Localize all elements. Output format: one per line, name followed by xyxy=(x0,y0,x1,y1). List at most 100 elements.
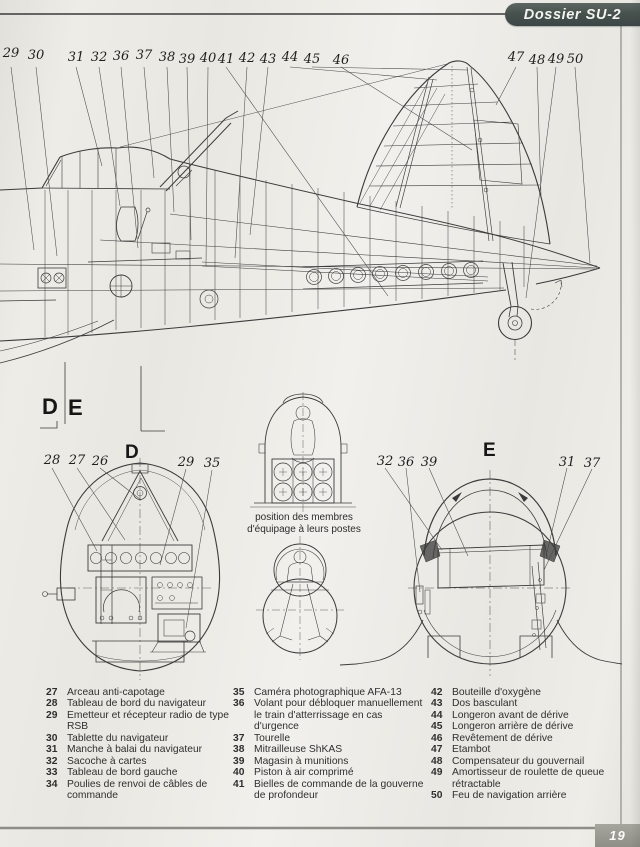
gunner-figure xyxy=(256,536,346,660)
legend-text: Tableau de bord du navigateur xyxy=(67,698,207,710)
header-banner: Dossier SU-2 xyxy=(505,3,640,26)
page-rules xyxy=(0,13,622,830)
callout-43: 43 xyxy=(259,52,277,67)
fuselage-belly xyxy=(0,289,507,342)
legend-text: Longeron arrière de dérive xyxy=(452,721,574,733)
callout-50: 50 xyxy=(566,52,584,67)
legend-num: 48 xyxy=(431,755,443,767)
page-number-badge: 19 xyxy=(595,824,640,847)
callout-44: 44 xyxy=(281,50,299,65)
lightening-holes xyxy=(302,260,484,290)
page-number: 19 xyxy=(609,828,626,843)
legend-item: 45 Longeron arrière de dérive xyxy=(431,721,617,732)
callout-42: 42 xyxy=(238,51,256,66)
legend-item: 28 Tableau de bord du navigateur xyxy=(46,698,232,709)
legend-num: 35 xyxy=(233,687,245,698)
legend-num: 39 xyxy=(233,755,245,767)
section-cut-label-e: E xyxy=(68,395,83,420)
callout-40: 40 xyxy=(199,51,217,66)
legend-num: 27 xyxy=(46,687,58,698)
callout-38: 38 xyxy=(158,50,176,65)
legend-text: Tourelle xyxy=(254,732,291,744)
legend-text: Mitrailleuse ShKAS xyxy=(254,744,343,756)
legend-text: Bielles de commande de la gouverne de pr… xyxy=(254,778,424,802)
callout-45: 45 xyxy=(303,52,321,67)
callout-d-27: 27 xyxy=(68,453,86,468)
callout-49: 49 xyxy=(547,52,565,67)
legend-num: 38 xyxy=(233,744,245,756)
callout-46: 46 xyxy=(332,53,350,68)
callout-d-29: 29 xyxy=(177,455,195,470)
legend-num: 36 xyxy=(233,698,245,710)
callout-41: 41 xyxy=(217,52,235,67)
callout-37: 37 xyxy=(135,48,153,63)
crew-position-figure xyxy=(250,392,356,512)
section-e-drawing xyxy=(339,470,623,676)
callout-d-26: 26 xyxy=(91,454,109,469)
wing-root xyxy=(0,299,115,364)
legend-text: Compensateur du gouvernail xyxy=(452,755,585,767)
legend-text: Longeron avant de dérive xyxy=(452,709,569,721)
legend-item: 36 Volant pour débloquer manuellement le … xyxy=(233,698,427,732)
crew-caption-line2: d'équipage à leurs postes xyxy=(247,524,361,535)
legend-text: Etambot xyxy=(452,744,491,756)
page-title: Dossier SU-2 xyxy=(523,6,622,23)
callout-e-36: 36 xyxy=(397,455,415,470)
callout-36: 36 xyxy=(112,49,130,64)
legend-item: 30 Tablette du navigateur xyxy=(46,733,232,744)
legend-text: Poulies de renvoi de câbles de commande xyxy=(67,778,208,802)
callout-e-32: 32 xyxy=(376,454,394,469)
legend-text: Volant pour débloquer manuellement le tr… xyxy=(254,698,423,733)
legend-text: Manche à balai du navigateur xyxy=(67,744,203,756)
legend-item: 47 Etambot xyxy=(431,744,617,755)
legend-num: 50 xyxy=(431,790,443,802)
legend-item: 38 Mitrailleuse ShKAS xyxy=(233,744,427,755)
callout-d-28: 28 xyxy=(43,453,61,468)
legend-text: Dos basculant xyxy=(452,698,518,710)
callout-47: 47 xyxy=(507,50,525,65)
callout-e-31: 31 xyxy=(558,455,576,470)
tail-wheel xyxy=(497,261,563,360)
legend-num: 45 xyxy=(431,721,443,733)
legend-num: 28 xyxy=(46,698,58,710)
callout-32: 32 xyxy=(90,50,108,65)
section-d-drawing xyxy=(42,458,221,680)
crew-caption-line1: position des membres xyxy=(255,512,353,523)
legend-item: 35 Caméra photographique AFA-13 xyxy=(233,687,427,698)
callout-39: 39 xyxy=(178,52,196,67)
legend-num: 47 xyxy=(431,744,443,756)
antenna-wire xyxy=(119,63,448,148)
fuselage-spine xyxy=(169,158,601,269)
legend-item: 44 Longeron avant de dérive xyxy=(431,710,617,721)
legend-num: 32 xyxy=(46,755,58,767)
section-d-title: D xyxy=(125,442,139,463)
legend-num: 30 xyxy=(46,732,58,744)
legend-text: Amortisseur de roulette de queue rétract… xyxy=(452,767,605,790)
legend-column-2: 35 Caméra photographique AFA-13 36 Volant … xyxy=(233,687,427,802)
fuselage-cutaway xyxy=(0,60,601,364)
section-cut-marks xyxy=(40,362,165,432)
legend-text: Revêtement de dérive xyxy=(452,732,553,744)
legend-item: 48 Compensateur du gouvernail xyxy=(431,756,617,767)
crew-caption: position des membres d'équipage à leurs … xyxy=(226,512,382,536)
legend-num: 44 xyxy=(431,709,443,721)
section-e-title: E xyxy=(483,440,496,461)
legend-text: Tablette du navigateur xyxy=(67,732,169,744)
legend-text: Caméra photographique AFA-13 xyxy=(254,687,402,698)
left-wing-fillet xyxy=(339,619,424,666)
callout-e-39: 39 xyxy=(420,455,438,470)
legend-num: 37 xyxy=(233,732,245,744)
